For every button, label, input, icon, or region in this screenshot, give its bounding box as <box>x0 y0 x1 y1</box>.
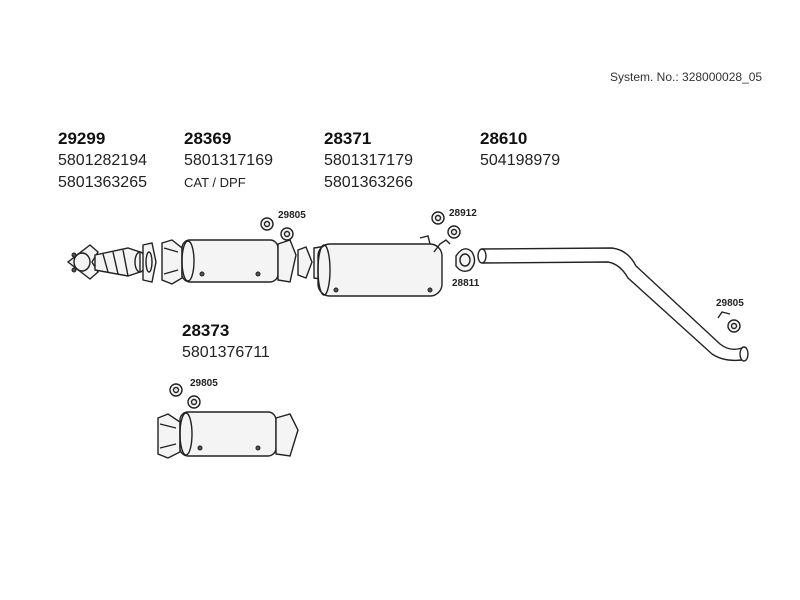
part-group-29299: 29299 5801282194 5801363265 <box>58 128 147 194</box>
part-number: 5801363265 <box>58 174 147 191</box>
part-number: 5801376711 <box>182 344 270 361</box>
system-number: System. No.: 328000028_05 <box>610 70 763 84</box>
callout-28811-gasket: 28811 <box>452 278 480 289</box>
part-group-28373: 28373 5801376711 <box>182 320 270 364</box>
part-id: 28371 <box>324 129 372 148</box>
part-id: 28369 <box>184 129 232 148</box>
gasket-28811-icon <box>455 248 476 273</box>
dpf-28369-icon <box>161 239 297 285</box>
part-note: CAT / DPF <box>184 175 246 190</box>
callout-29805-lower-clamp: 29805 <box>190 378 218 389</box>
part-group-28371: 28371 5801317179 5801363266 <box>324 128 413 194</box>
part-number: 504198979 <box>480 152 561 169</box>
dpf-28373-icon <box>157 411 299 459</box>
part-number: 5801317169 <box>184 152 273 169</box>
tail-pipe-28610-icon <box>477 247 749 362</box>
clamp-29805-icon <box>260 217 294 241</box>
part-number: 5801282194 <box>58 152 147 169</box>
part-number: 5801317179 <box>324 152 413 169</box>
middle-silencer-28371-icon <box>317 235 451 297</box>
clamp-28912-icon <box>431 211 461 239</box>
part-group-28610: 28610 504198979 <box>480 128 560 172</box>
part-id: 28373 <box>182 321 230 340</box>
callout-29805-clamp: 29805 <box>278 210 306 221</box>
part-id: 28610 <box>480 129 528 148</box>
callout-29805-rear-clamp: 29805 <box>716 298 744 309</box>
flange-gasket-icon <box>142 242 157 283</box>
front-pipe-flange-icon <box>66 244 146 280</box>
rear-clamp-29805-icon <box>717 311 741 333</box>
part-number: 5801363266 <box>324 174 413 191</box>
part-id: 29299 <box>58 129 106 148</box>
callout-28912-clamp: 28912 <box>449 208 477 219</box>
lower-clamp-29805-icon <box>169 383 201 409</box>
part-group-28369: 28369 5801317169 CAT / DPF <box>184 128 273 194</box>
